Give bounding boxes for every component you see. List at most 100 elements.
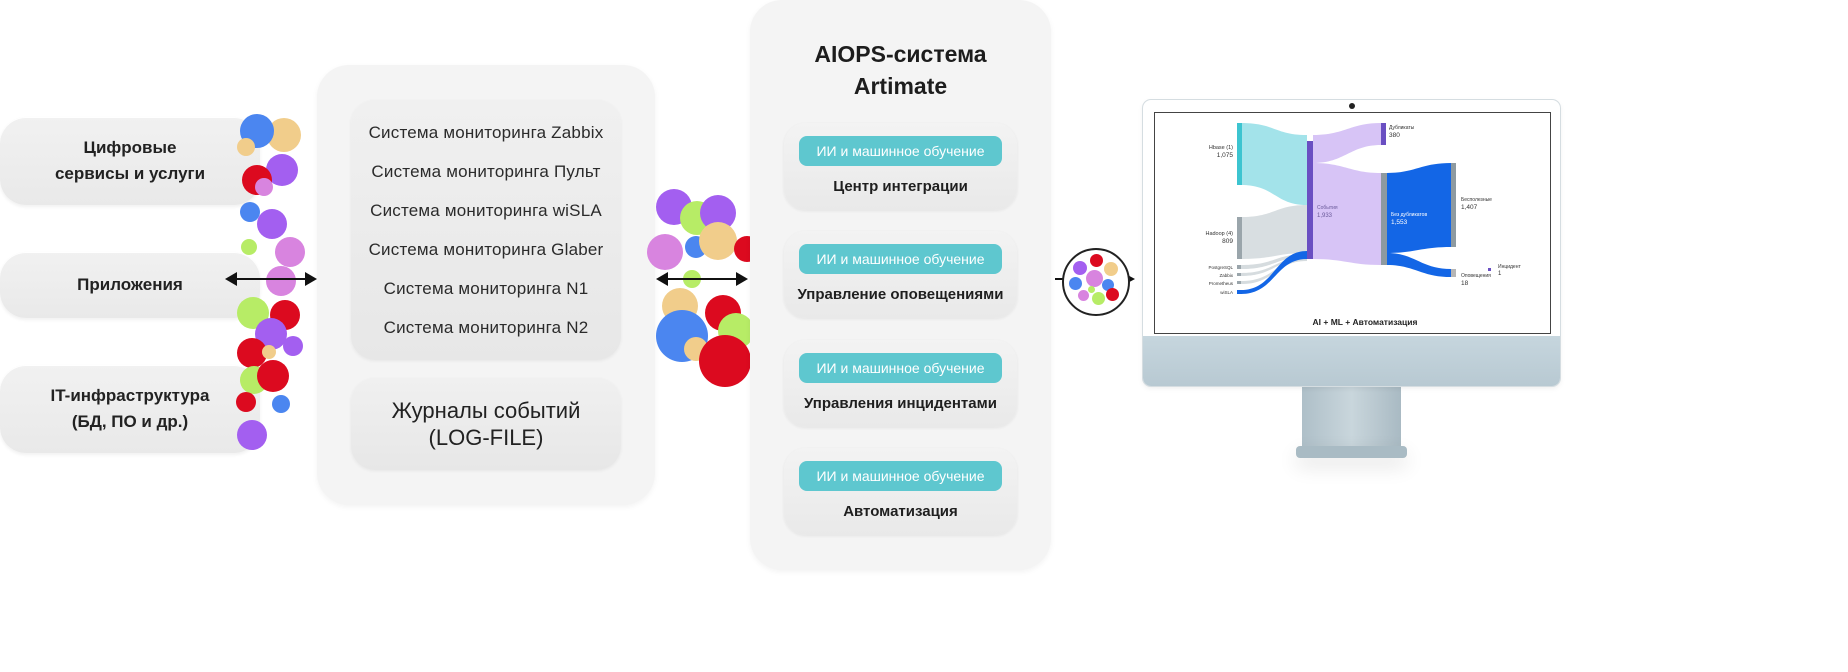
- aiops-module-integration: ИИ и машинное обучение Центр интеграции: [784, 123, 1017, 210]
- sankey-value: 18: [1461, 280, 1469, 287]
- monitor-base: [1296, 446, 1407, 458]
- monitoring-item-glaber: Система мониторинга Glaber: [368, 240, 604, 259]
- double-arrow-icon: [656, 272, 748, 286]
- sankey-node: [1381, 173, 1387, 265]
- sankey-flow: [1387, 163, 1451, 253]
- monitoring-item-zabbix: Система мониторинга Zabbix: [368, 123, 604, 142]
- sankey-value: 380: [1389, 132, 1400, 139]
- sankey-node: [1237, 273, 1241, 276]
- sankey-label: wiSLA: [1220, 290, 1233, 295]
- sankey-value: 1,075: [1217, 152, 1234, 159]
- data-dot: [1090, 254, 1103, 267]
- data-dot: [275, 237, 305, 267]
- ai-ml-tag: ИИ и машинное обучение: [799, 136, 1002, 166]
- data-dot: [241, 239, 257, 255]
- sankey-node: [1237, 265, 1241, 269]
- sankey-node: [1307, 141, 1313, 259]
- aiops-module-incidents: ИИ и машинное обучение Управления инциде…: [784, 340, 1017, 427]
- data-dot: [1073, 261, 1087, 275]
- data-dot: [1086, 270, 1103, 287]
- data-dot: [1106, 288, 1119, 301]
- sankey-flow: [1313, 123, 1381, 163]
- data-dot: [257, 360, 289, 392]
- sankey-label: Hadoop (4): [1205, 231, 1233, 237]
- data-dot: [266, 266, 296, 296]
- data-dot: [236, 392, 256, 412]
- data-dot: [237, 420, 267, 450]
- module-title: Управление оповещениями: [797, 286, 1004, 303]
- sankey-value: 1: [1498, 271, 1502, 277]
- sankey-value: 1,553: [1391, 219, 1408, 226]
- camera-icon: [1349, 103, 1355, 109]
- data-dot: [272, 395, 290, 413]
- sankey-flow: [1241, 123, 1307, 205]
- data-dot: [237, 138, 255, 156]
- sankey-node: [1237, 290, 1242, 294]
- monitoring-item-pult: Система мониторинга Пульт: [371, 162, 601, 181]
- sankey-flow: [1241, 251, 1307, 294]
- sankey-label: Prometheus: [1209, 281, 1234, 286]
- ai-ml-tag: ИИ и машинное обучение: [799, 461, 1002, 491]
- source-card-it-infrastructure: IT-инфраструктура (БД, ПО и др.): [0, 365, 260, 453]
- sankey-label: Бесполезные: [1461, 197, 1492, 203]
- sankey-label: Инцидент: [1498, 264, 1521, 270]
- aiops-module-automation: ИИ и машинное обучение Автоматизация: [784, 448, 1017, 535]
- double-arrow-icon: [225, 272, 317, 286]
- event-logs-label: Журналы событий (LOG-FILE): [391, 398, 581, 450]
- ai-ml-tag: ИИ и машинное обучение: [799, 353, 1002, 383]
- monitoring-item-n1: Система мониторинга N1: [383, 279, 589, 298]
- data-dot: [255, 178, 273, 196]
- data-dot: [262, 345, 276, 359]
- sankey-value: 1,407: [1461, 204, 1478, 211]
- data-dot: [1069, 277, 1082, 290]
- data-dot: [647, 234, 683, 270]
- sankey-label: Оповещения: [1461, 273, 1491, 279]
- ai-ml-tag: ИИ и машинное обучение: [799, 244, 1002, 274]
- sankey-node: [1488, 268, 1491, 271]
- sankey-node: [1237, 281, 1241, 284]
- source-card-applications: Приложения: [0, 252, 260, 318]
- sankey-label: Zabbix: [1219, 273, 1233, 278]
- data-dot: [1092, 292, 1105, 305]
- sankey-chart: Hbase (1) 1,075 Hadoop (4) 809 PostgreSQ…: [1205, 123, 1521, 327]
- data-dot: [1078, 290, 1089, 301]
- sankey-label: Hbase (1): [1209, 145, 1233, 151]
- monitoring-item-n2: Система мониторинга N2: [383, 318, 589, 337]
- data-dot: [240, 202, 260, 222]
- monitor-chin: [1143, 336, 1560, 386]
- sankey-flow: [1241, 205, 1307, 259]
- sankey-label: Без дубликатов: [1391, 212, 1427, 218]
- sankey-value: 1,933: [1317, 213, 1333, 219]
- sankey-node: [1451, 269, 1456, 277]
- processed-data-circle: [1062, 248, 1130, 316]
- sankey-label: PostgreSQL: [1208, 265, 1233, 270]
- module-title: Центр интеграции: [833, 178, 968, 195]
- sankey-label: События: [1317, 205, 1338, 211]
- data-dot: [283, 336, 303, 356]
- module-title: Автоматизация: [843, 503, 958, 520]
- monitoring-systems-box: Система мониторинга Zabbix Система монит…: [351, 100, 621, 360]
- data-dot: [699, 222, 737, 260]
- sankey-label: Дубликаты: [1389, 125, 1415, 131]
- data-dot: [1104, 262, 1118, 276]
- sankey-node: [1237, 217, 1242, 259]
- aiops-title: AIOPS-система Artimate: [814, 41, 987, 99]
- sankey-node: [1451, 163, 1456, 247]
- sankey-value: 809: [1222, 238, 1233, 245]
- screen-caption: AI + ML + Автоматизация: [1313, 317, 1418, 327]
- sankey-flow: [1241, 257, 1307, 276]
- sankey-flow: [1313, 163, 1381, 265]
- sankey-flow: [1387, 253, 1451, 277]
- sankey-node: [1237, 123, 1242, 185]
- module-title: Управления инцидентами: [804, 395, 997, 412]
- data-dot: [1088, 286, 1095, 293]
- event-logs-box: Журналы событий (LOG-FILE): [351, 378, 621, 470]
- source-card-digital-services: Цифровые сервисы и услуги: [0, 117, 260, 205]
- data-dot: [699, 335, 751, 387]
- aiops-module-alerts: ИИ и машинное обучение Управление оповещ…: [784, 231, 1017, 318]
- sankey-node: [1381, 123, 1386, 145]
- data-dot: [257, 209, 287, 239]
- monitoring-item-wisla: Система мониторинга wiSLA: [370, 201, 602, 220]
- monitor-stand: [1302, 384, 1401, 450]
- monitor-screen: Hbase (1) 1,075 Hadoop (4) 809 PostgreSQ…: [1154, 112, 1551, 334]
